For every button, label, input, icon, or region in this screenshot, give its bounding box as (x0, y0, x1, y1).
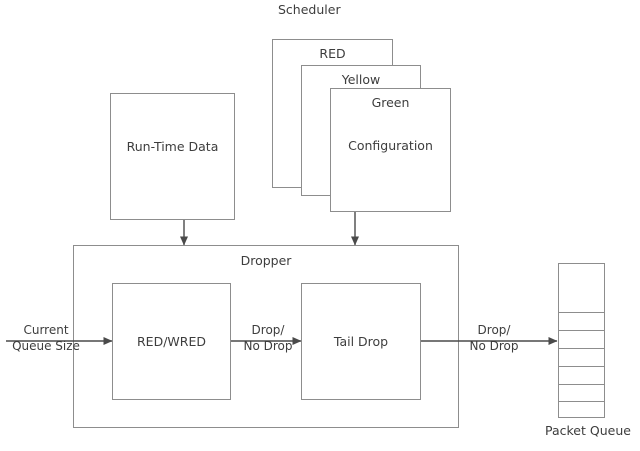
drop-no-drop-mid-line2: No Drop (243, 339, 293, 354)
configuration-label: Configuration (348, 137, 433, 153)
dropper-label: Dropper (240, 252, 292, 268)
queue-cell-divider (558, 330, 605, 331)
current-queue-size-label: Current Queue Size (4, 322, 88, 354)
queue-cell-divider (558, 366, 605, 367)
drop-no-drop-output-line1: Drop/ (477, 323, 511, 337)
queue-cell-divider (558, 384, 605, 385)
scheduler-title: Scheduler (278, 2, 341, 17)
drop-no-drop-label-output: Drop/ No Drop (463, 322, 525, 354)
packet-queue-label: Packet Queue (545, 423, 631, 438)
drop-no-drop-mid-line1: Drop/ (251, 323, 285, 337)
drop-no-drop-label-mid: Drop/ No Drop (237, 322, 299, 354)
current-queue-size-line1: Current (23, 323, 69, 337)
run-time-data-box[interactable] (110, 93, 235, 220)
queue-cell-divider (558, 401, 605, 402)
red-wred-box[interactable] (112, 283, 231, 400)
tail-drop-box[interactable] (301, 283, 421, 400)
red-wred-label: RED/WRED (137, 333, 206, 349)
drop-no-drop-output-line2: No Drop (469, 339, 519, 354)
packet-queue-box[interactable] (558, 263, 605, 418)
green-configuration-card[interactable] (330, 88, 451, 212)
tail-drop-label: Tail Drop (333, 333, 389, 349)
run-time-data-label: Run-Time Data (126, 138, 219, 154)
yellow-card-label: Yellow (341, 71, 381, 87)
queue-cell-divider (558, 348, 605, 349)
current-queue-size-line2: Queue Size (12, 339, 80, 354)
queue-cell-divider (558, 312, 605, 313)
red-card-label: RED (319, 45, 346, 61)
green-card-label: Green (371, 94, 410, 110)
